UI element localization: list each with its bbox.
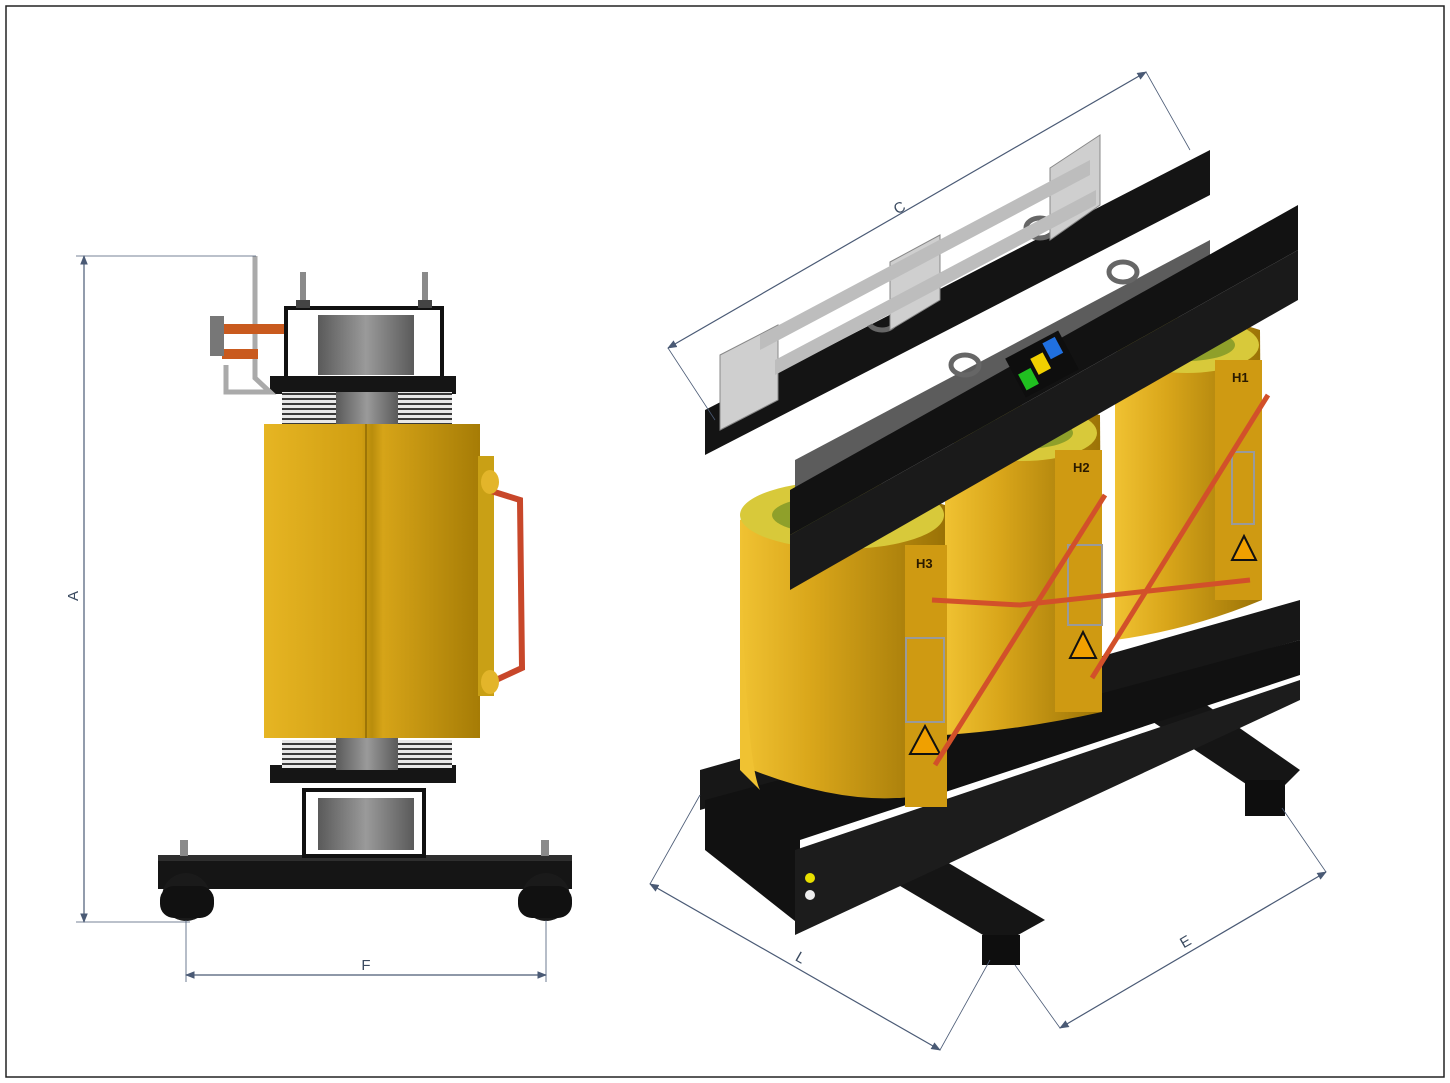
dimension-l-label: L <box>792 949 808 968</box>
coil-label-h1: H1 <box>1232 370 1249 385</box>
iso-cable-2 <box>932 493 1108 767</box>
dimension-l-line <box>649 883 941 1051</box>
coil-label-h2: H2 <box>1073 460 1090 475</box>
iso-cable-3 <box>1089 393 1271 680</box>
iso-lower-frame-front <box>705 640 1300 925</box>
page-border <box>5 5 1445 1078</box>
dimension-c-line <box>667 71 1147 349</box>
dimension-c-label: C <box>891 198 909 218</box>
coil-label-h3: H3 <box>916 556 933 571</box>
iso-view: H1 H2 H3 <box>649 71 1327 1051</box>
side-view: A F <box>65 255 572 982</box>
iso-cable-1 <box>931 577 1251 608</box>
dimension-e-label: E <box>1177 932 1194 952</box>
dimension-f-label: F <box>361 957 370 974</box>
dimension-e-line <box>1059 871 1327 1029</box>
side-coil <box>264 424 480 738</box>
dimension-a-label: A <box>65 591 82 601</box>
